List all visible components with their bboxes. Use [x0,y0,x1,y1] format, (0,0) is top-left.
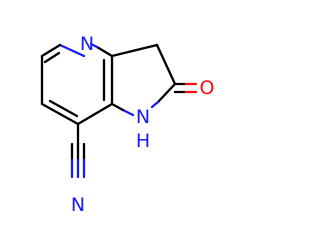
bond-c7a-n1-n-part [89,42,99,49]
bond-c7a-c3 [110,43,159,58]
bond-c3-c2 [155,43,177,86]
molecule-diagram: N O N H N [0,0,250,250]
amide-nitrogen-label: N [136,106,150,128]
bond-n1h-c3a-n-part [121,108,135,117]
background [0,0,250,250]
bond-c5-c4-double [48,99,79,118]
bond-n1-c6-n-part [58,43,86,58]
bonds [40,42,198,179]
bond-c5-c4 [40,102,80,126]
bond-n1-c6-double [43,51,61,64]
atom-labels: N O N H N [71,33,215,216]
structure-canvas: N O N H N [0,0,250,250]
nitrile-nitrogen-label: N [71,194,85,216]
amide-hydrogen-label: H [136,130,150,152]
bond-c2-n1h [156,82,177,104]
bond-n1-c6 [40,43,62,58]
carbonyl-oxygen-label: O [200,77,215,99]
bond-n1h-c3a [110,102,125,112]
pyridine-nitrogen-label: N [80,33,94,55]
bond-c2-n1h-n-part [150,100,160,109]
bond-c7a-n1 [95,45,114,58]
bond-c4-c3a [76,102,114,126]
